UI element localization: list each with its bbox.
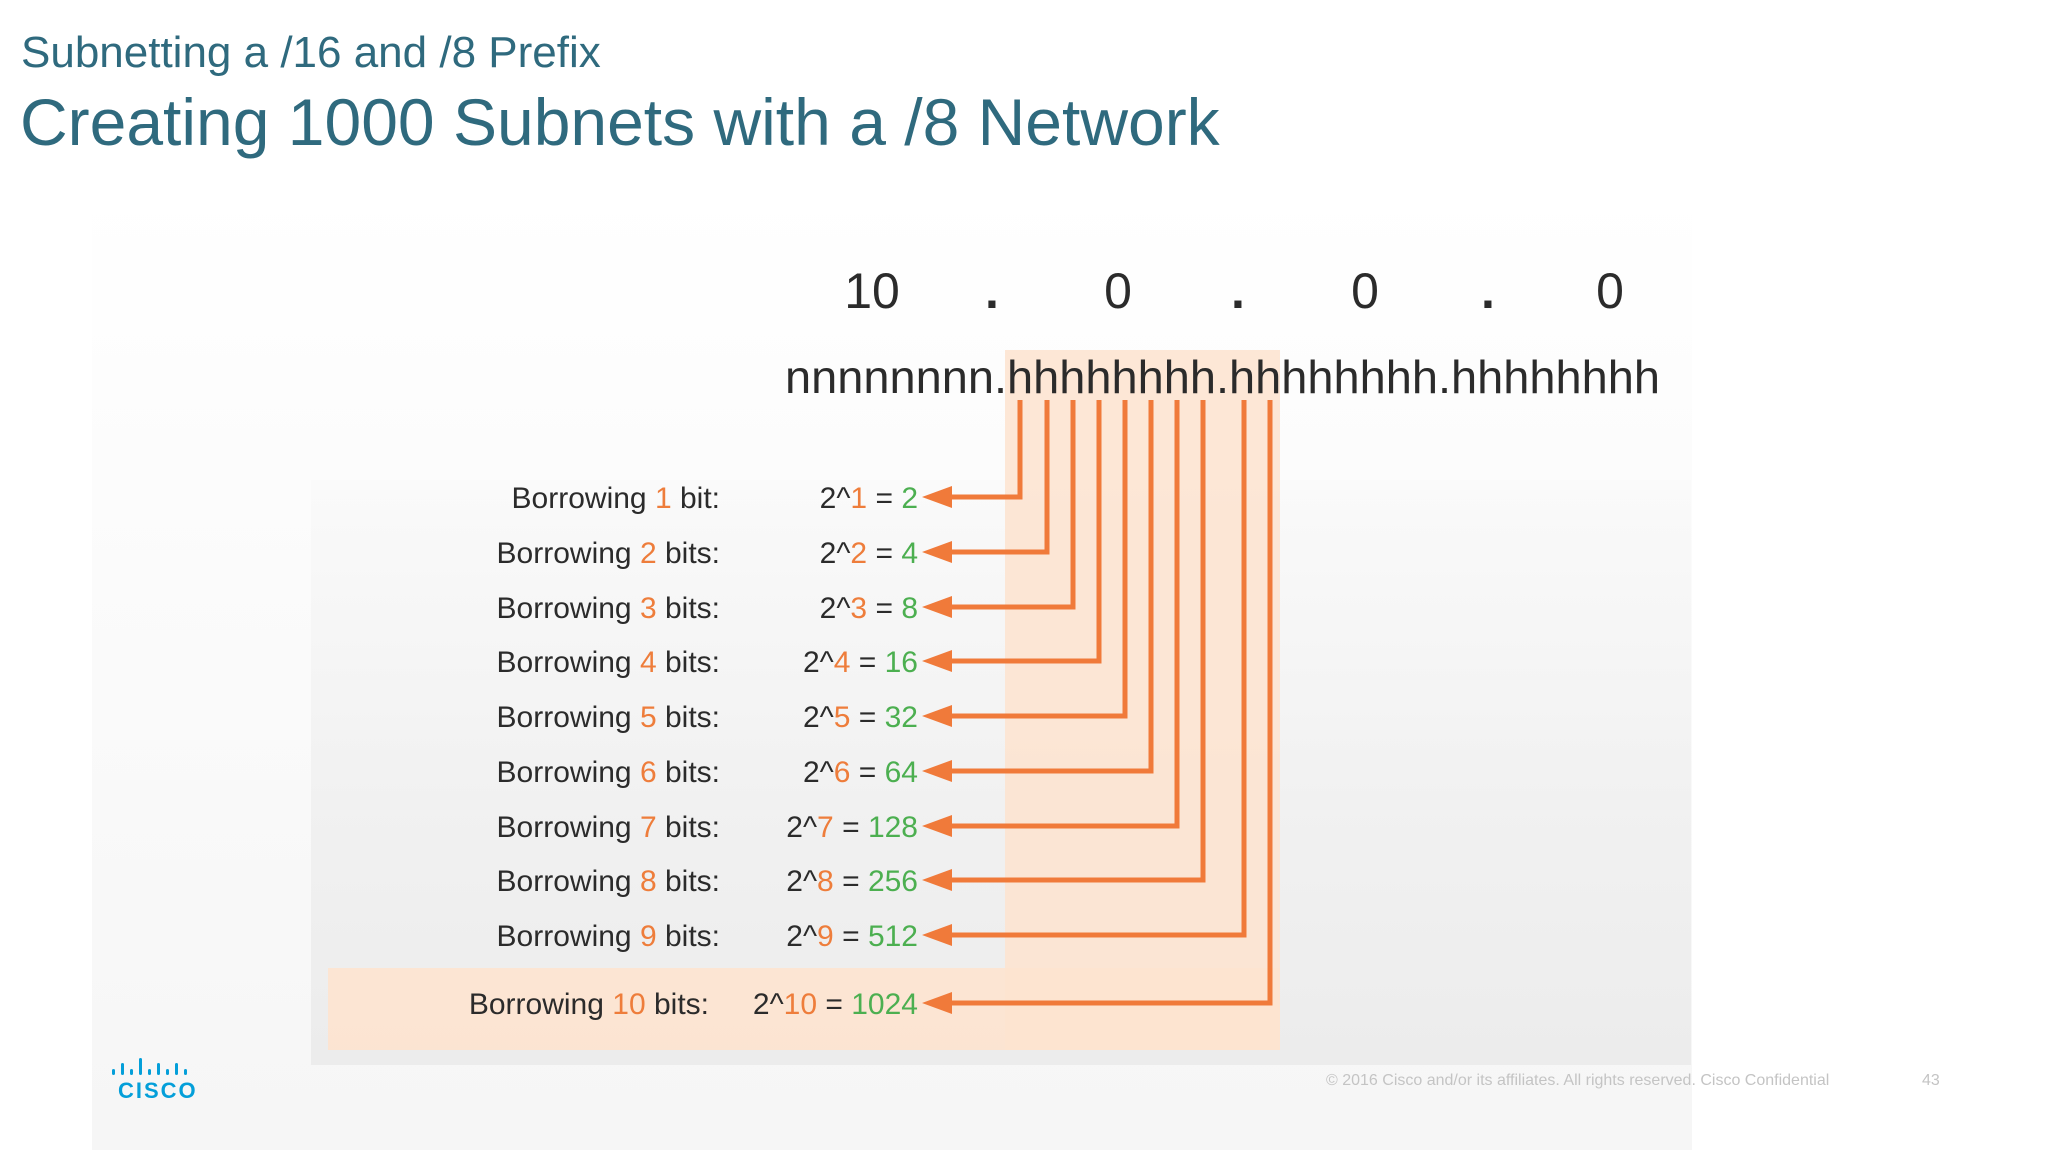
subnet-count-equation: 2^5 = 32 — [803, 701, 918, 734]
arrow-head — [922, 486, 952, 508]
arrow-line — [946, 400, 1247, 938]
arrow-line — [946, 400, 1023, 500]
arrow-line — [946, 400, 1206, 883]
cisco-bridge-icon — [112, 1058, 187, 1075]
borrowing-10-row-highlight — [328, 968, 1280, 1050]
arrow-head — [922, 992, 952, 1014]
arrow-line — [946, 400, 1076, 610]
borrowing-label: Borrowing 3 bits: — [497, 592, 720, 625]
arrow-line — [946, 400, 1050, 555]
arrow-head — [922, 815, 952, 837]
arrow-line — [946, 400, 1154, 774]
borrowing-label: Borrowing 5 bits: — [497, 701, 720, 734]
footer-copyright: © 2016 Cisco and/or its affiliates. All … — [1326, 1072, 1830, 1089]
ip-octet-2: 0 — [1104, 263, 1132, 319]
arrow-line — [946, 400, 1102, 664]
ip-dot-1: . — [985, 263, 999, 319]
ip-octet-3: 0 — [1351, 263, 1379, 319]
borrowed-host-bits: hhhhhhhh.h — [1007, 351, 1255, 403]
arrow-line — [946, 400, 1180, 829]
subnet-count-equation: 2^9 = 512 — [786, 920, 918, 953]
subnet-count-equation: 2^7 = 128 — [786, 811, 918, 844]
slide-title: Creating 1000 Subnets with a /8 Network — [20, 85, 1220, 159]
borrowing-label: Borrowing 9 bits: — [497, 920, 720, 953]
borrowing-label: Borrowing 4 bits: — [497, 646, 720, 679]
ip-octet-4: 0 — [1596, 263, 1624, 319]
borrowing-label: Borrowing 2 bits: — [497, 537, 720, 570]
ip-octet-1: 10 — [844, 263, 900, 319]
arrow-line — [946, 400, 1273, 1006]
slide-subtitle: Subnetting a /16 and /8 Prefix — [21, 28, 601, 77]
arrow-head — [922, 760, 952, 782]
arrow-head — [922, 869, 952, 891]
remaining-host-bits: hhhhhhh.hhhhhhhh — [1255, 351, 1660, 403]
borrowing-label: Borrowing 10 bits: — [469, 988, 709, 1021]
borrowing-label: Borrowing 8 bits: — [497, 865, 720, 898]
cisco-logo-word: CISCO — [118, 1078, 198, 1103]
network-bits: nnnnnnnn. — [785, 351, 1007, 403]
subnet-count-equation: 2^4 = 16 — [803, 646, 918, 679]
borrowing-label: Borrowing 6 bits: — [497, 756, 720, 789]
subnet-count-equation: 2^8 = 256 — [786, 865, 918, 898]
ip-dot-2: . — [1231, 263, 1245, 319]
arrow-line — [946, 400, 1128, 719]
ip-dot-3: . — [1481, 263, 1495, 319]
arrow-connectors — [922, 400, 1273, 1014]
arrow-head — [922, 541, 952, 563]
subnet-count-equation: 2^2 = 4 — [820, 537, 918, 570]
subnet-count-equation: 2^3 = 8 — [820, 592, 918, 625]
arrow-head — [922, 596, 952, 618]
ip-address: 10 . 0 . 0 . 0 — [844, 263, 1624, 319]
arrow-head — [922, 650, 952, 672]
borrowing-rows: Borrowing 1 bit: 2^1 = 2 Borrowing 2 bits:… — [469, 482, 918, 1021]
arrow-head — [922, 924, 952, 946]
subnet-count-equation: 2^1 = 2 — [820, 482, 918, 515]
footer-page-number: 43 — [1922, 1072, 1940, 1089]
arrow-head — [922, 705, 952, 727]
subnet-count-equation: 2^10 = 1024 — [753, 988, 918, 1021]
subnet-count-equation: 2^6 = 64 — [803, 756, 918, 789]
borrowing-label: Borrowing 1 bit: — [512, 482, 720, 515]
borrowing-label: Borrowing 7 bits: — [497, 811, 720, 844]
